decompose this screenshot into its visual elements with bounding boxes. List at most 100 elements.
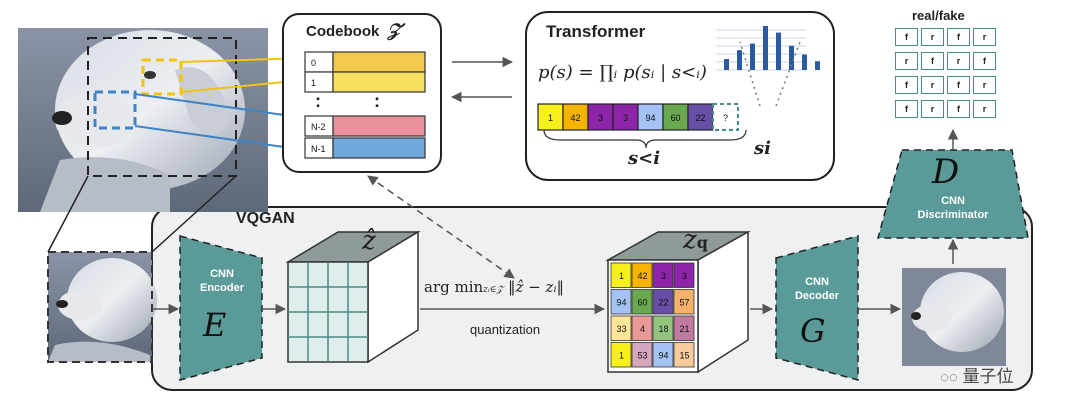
histogram-bar [724, 59, 729, 70]
discriminator-line1: CNN [941, 195, 965, 207]
zq-cell-value: 3 [661, 271, 666, 281]
quantization-formula: arg minzᵢ∈𝒵 ‖ẑ − zᵢ‖ [424, 278, 564, 296]
encoder-letter: E [203, 306, 227, 344]
real-fake-cell: r [973, 76, 996, 94]
codebook-title: Codebook 𝒵 [306, 20, 402, 41]
crop-box [87, 37, 237, 177]
real-fake-cell: f [895, 100, 918, 118]
codebook-row-label: 0 [311, 58, 316, 68]
zq-cell: 1 [610, 262, 632, 288]
real-fake-cell: r [921, 28, 944, 46]
zq-cell: 22 [652, 289, 674, 315]
real-fake-cell: f [947, 100, 970, 118]
wechat-icon: ◌◌ [940, 369, 958, 386]
transformer-formula: p(s) = ∏ᵢ p(sᵢ | s<ᵢ) [538, 62, 707, 83]
zq-cell: 57 [673, 289, 695, 315]
s-less-label: s<i [628, 148, 661, 169]
z-q-label: zq [683, 225, 708, 255]
zq-cell: 53 [631, 342, 653, 368]
codebook-ellipsis-left: : [315, 91, 321, 111]
zq-cell-value: 33 [616, 324, 626, 334]
decoder-line2: Decoder [794, 290, 840, 302]
real-fake-cell: r [973, 28, 996, 46]
codebook-row: N-1 [304, 137, 426, 159]
codebook-ellipsis-right: : [374, 91, 380, 111]
sequence-token-value: 22 [695, 113, 705, 123]
codebook-row: 0 [304, 51, 426, 73]
real-fake-cell: r [973, 100, 996, 118]
real-fake-cell: f [947, 28, 970, 46]
encoder-line2: Encoder [199, 282, 244, 294]
real-fake-cell: r [921, 76, 944, 94]
real-fake-title: real/fake [912, 8, 965, 23]
histogram-bar [815, 61, 820, 70]
zq-cell: 18 [652, 315, 674, 341]
real-fake-cell: f [895, 76, 918, 94]
sequence-token: 22 [687, 103, 714, 131]
zq-cell-value: 15 [679, 351, 689, 361]
zq-cell-value: 60 [637, 298, 647, 308]
transformer-title: Transformer [546, 22, 646, 41]
sequence-token-value: ? [723, 113, 728, 123]
z-hat-cube [285, 230, 421, 364]
decoder-shape [775, 235, 859, 381]
histogram-bar [737, 50, 742, 70]
watermark: ◌◌ 量子位 [940, 367, 1014, 386]
encoder-shape [179, 235, 263, 381]
zq-cell: 15 [673, 342, 695, 368]
real-fake-cell: f [921, 52, 944, 70]
histogram-bar [776, 32, 781, 70]
sequence-token: 3 [587, 103, 614, 131]
sequence-token-value: 94 [645, 113, 655, 123]
decoder-line1: CNN [805, 276, 829, 288]
dog-image-output [902, 268, 1006, 366]
zq-cell-value: 94 [658, 351, 668, 361]
sequence-token-value: 1 [548, 113, 553, 123]
zq-cell-value: 21 [679, 324, 689, 334]
real-fake-cell: f [895, 28, 918, 46]
zq-cell-value: 1 [619, 351, 624, 361]
codebook-row: 1 [304, 71, 426, 93]
sequence-token: 1 [537, 103, 564, 131]
zq-cell: 4 [631, 315, 653, 341]
zq-cell: 21 [673, 315, 695, 341]
zq-cell: 94 [652, 342, 674, 368]
sequence-token: 42 [562, 103, 589, 131]
histogram-bar [750, 43, 755, 70]
sequence-token-value: 3 [598, 113, 603, 123]
sequence-token-value: 60 [670, 113, 680, 123]
z-hat-label: ẑ [362, 226, 376, 256]
sequence-token-value: 42 [570, 113, 580, 123]
sequence-token: ? [712, 103, 739, 131]
zq-cell-value: 94 [616, 298, 626, 308]
sequence-token-value: 3 [623, 113, 628, 123]
quantization-label: quantization [470, 322, 541, 337]
s-i-label: si [754, 138, 771, 159]
sequence-token: 60 [662, 103, 689, 131]
sequence-token: 94 [637, 103, 664, 131]
codebook-row-label: N-2 [311, 122, 326, 132]
zq-cell-value: 42 [637, 271, 647, 281]
histogram-bar [802, 54, 807, 70]
blue-patch-box [93, 90, 137, 130]
codebook-row: N-2 [304, 115, 426, 137]
dog-image-large [18, 28, 268, 212]
zq-cell-value: 18 [658, 324, 668, 334]
histogram-bar [789, 45, 794, 70]
vqgan-title: VQGAN [236, 210, 295, 227]
zq-cell: 1 [610, 342, 632, 368]
zq-cell: 94 [610, 289, 632, 315]
zq-cell: 60 [631, 289, 653, 315]
real-fake-cell: r [921, 100, 944, 118]
zq-cell: 33 [610, 315, 632, 341]
zq-cell: 3 [652, 262, 674, 288]
encoder-line1: CNN [210, 268, 234, 280]
sequence-token: 3 [612, 103, 639, 131]
zq-cell: 3 [673, 262, 695, 288]
dog-image-input [48, 252, 157, 362]
zq-cell-value: 4 [640, 324, 645, 334]
real-fake-cell: r [947, 52, 970, 70]
